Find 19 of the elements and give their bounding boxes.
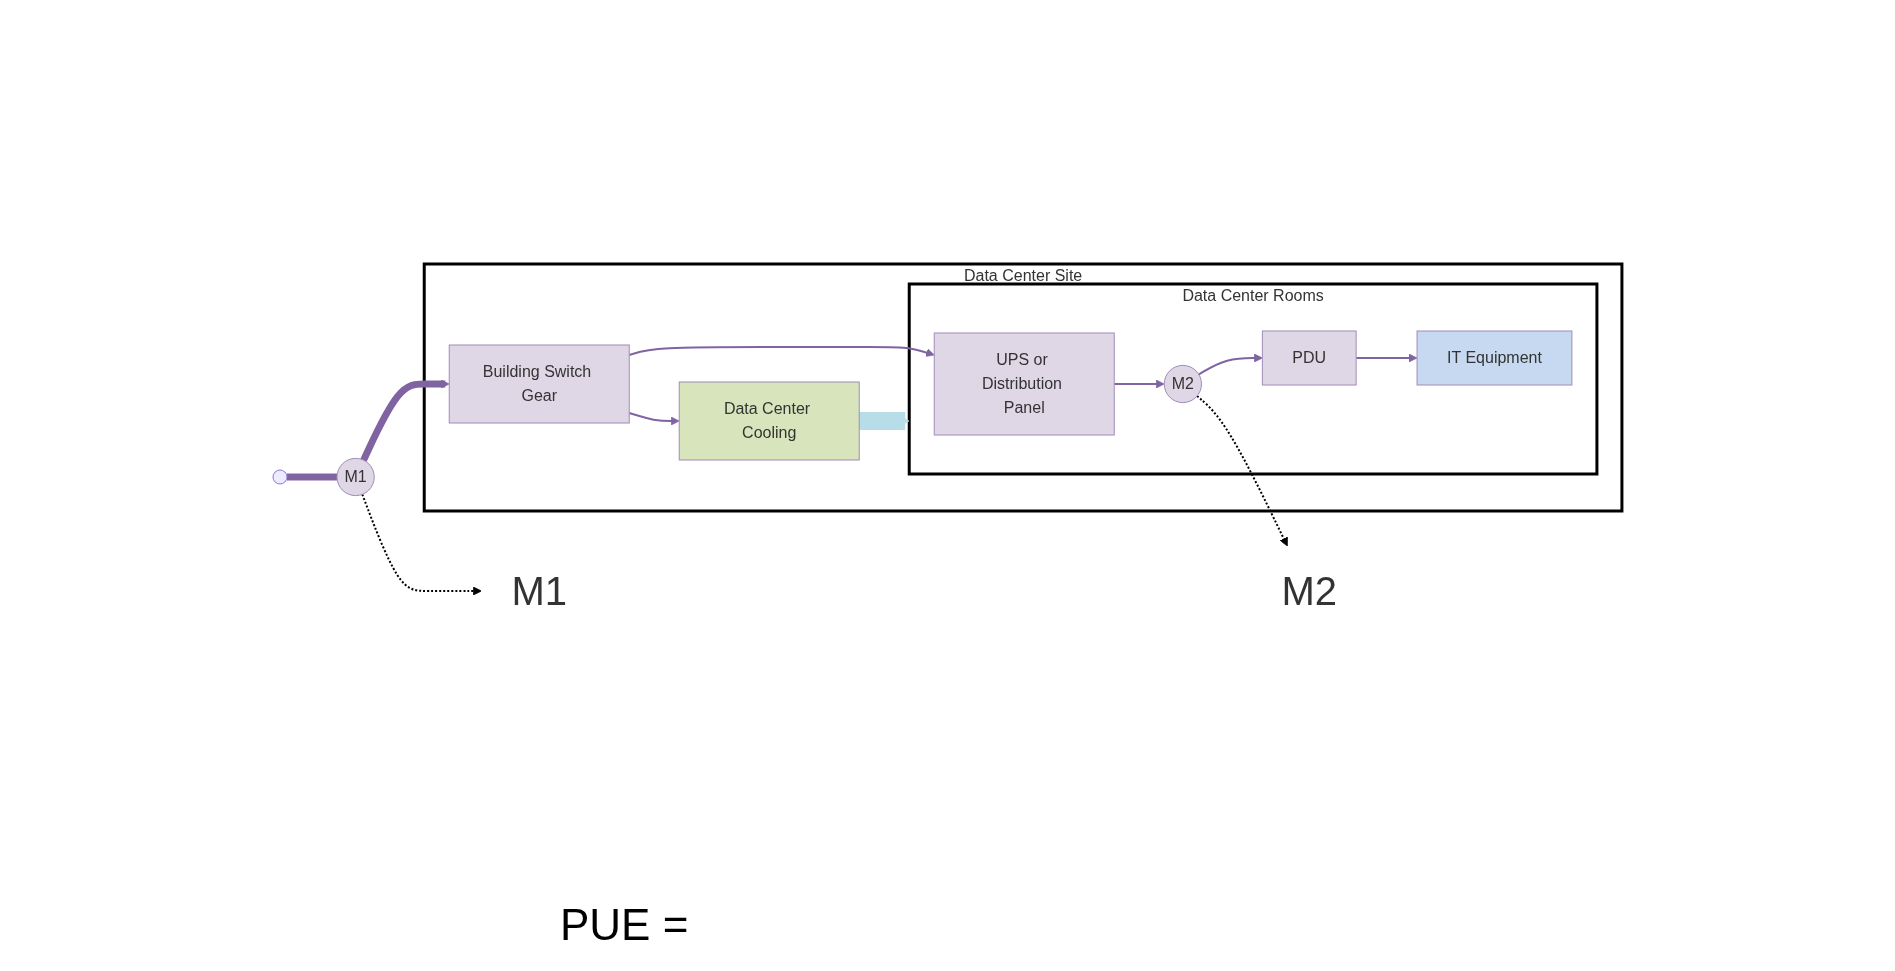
node-box: Building Switch Gear — [448, 344, 630, 424]
arrow — [1355, 353, 1418, 363]
node-circle: M2 — [1163, 364, 1202, 404]
connector — [287, 473, 338, 481]
node-circle: M1 — [336, 457, 375, 497]
node-box: IT Equipment — [1416, 330, 1573, 386]
arrow — [360, 379, 450, 462]
arrow — [1113, 379, 1165, 389]
arrow — [1197, 353, 1263, 376]
node-box: UPS or Distribution Panel — [933, 332, 1115, 436]
arrow — [1196, 395, 1288, 547]
arrow — [361, 493, 482, 596]
formula-label: PUE = — [560, 900, 689, 949]
node-text: M2 — [1281, 569, 1338, 613]
arrow — [628, 346, 935, 357]
arrow — [628, 411, 680, 426]
node-text: M1 — [511, 569, 568, 613]
node-box: PDU — [1261, 330, 1357, 386]
node-box: Data Center Cooling — [678, 381, 860, 461]
